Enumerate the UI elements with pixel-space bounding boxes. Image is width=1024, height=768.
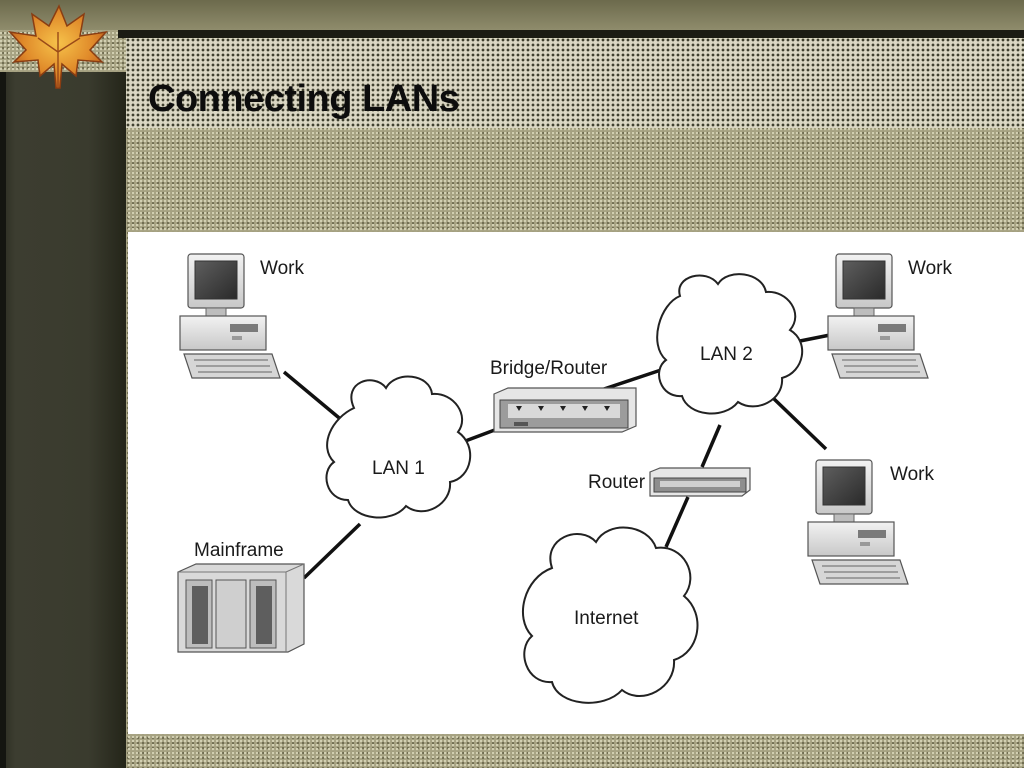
top-band <box>0 0 1024 30</box>
link-lan2-work3 <box>770 395 828 451</box>
label-mainframe: Mainframe <box>194 540 284 561</box>
link-work1-lan1 <box>282 370 346 424</box>
label-work-bottom-right: Work <box>890 464 934 485</box>
label-work-top-left: Work <box>260 258 304 279</box>
label-bridge-router: Bridge/Router <box>490 358 608 379</box>
label-router: Router <box>588 472 646 493</box>
left-sidebar-bar <box>0 72 126 768</box>
label-lan2: LAN 2 <box>700 344 753 365</box>
slide-title: Connecting LANs <box>148 78 460 120</box>
label-internet: Internet <box>574 608 639 629</box>
link-bridge-lan2 <box>603 367 665 391</box>
cloud-lan2 <box>656 273 804 415</box>
cloud-internet <box>522 526 699 704</box>
maple-leaf-icon <box>8 4 108 89</box>
link-router-internet <box>664 496 690 548</box>
label-work-top-right: Work <box>908 258 952 279</box>
diagram-canvas: Work Work Work Bridge/Router Router Main… <box>177 253 952 704</box>
link-lan1-mainframe <box>302 522 362 580</box>
left-edge-shadow <box>0 72 6 768</box>
title-rule <box>118 30 1024 38</box>
title-band <box>126 38 1024 128</box>
network-diagram: Work Work Work Bridge/Router Router Main… <box>128 232 1024 734</box>
router-icon <box>649 467 751 497</box>
bridge-router-icon <box>493 387 637 433</box>
cloud-lan1 <box>325 375 472 519</box>
mainframe-icon <box>177 563 305 653</box>
label-lan1: LAN 1 <box>372 458 425 479</box>
link-lan2-router <box>700 424 722 468</box>
